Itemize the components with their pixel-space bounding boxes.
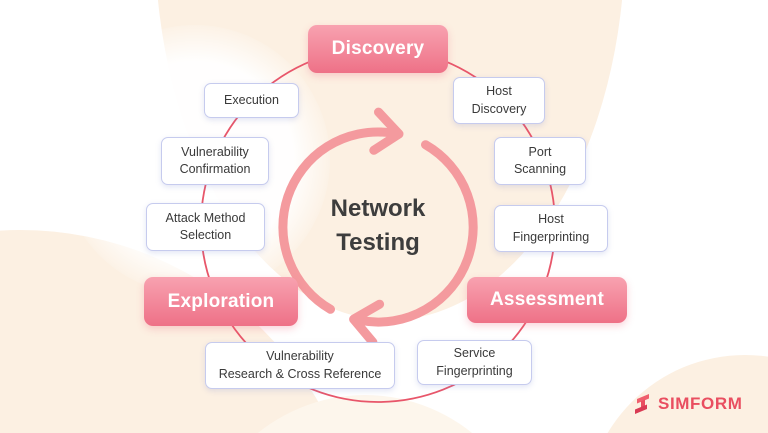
- cycle-arrow-arc-left: [278, 127, 395, 314]
- simform-logo: SIMFORM: [630, 392, 742, 416]
- step-box-port-scanning: Port Scanning: [494, 137, 586, 185]
- step-box-service-fingerprinting: Service Fingerprinting: [417, 340, 532, 385]
- diagram-title: Network Testing: [330, 195, 426, 257]
- cycle-arrowhead-bottom-icon: [349, 299, 385, 347]
- step-box-vulnerability-confirmation: Vulnerability Confirmation: [161, 137, 269, 185]
- cycle-arrowhead-top-icon: [369, 107, 404, 155]
- simform-logo-text: SIMFORM: [658, 394, 743, 413]
- phase-badge-assessment: Assessment: [467, 277, 627, 323]
- step-box-execution: Execution: [204, 83, 299, 118]
- simform-icon: [635, 394, 649, 414]
- step-box-attack-method-selection: Attack Method Selection: [146, 203, 265, 251]
- phase-badge-discovery-label: Discovery: [331, 38, 425, 59]
- step-box-host-discovery: Host Discovery: [453, 77, 545, 124]
- phase-badge-discovery: Discovery: [308, 25, 448, 73]
- cycle-arrow-arc-right: [357, 140, 478, 327]
- step-box-host-fingerprinting: Host Fingerprinting: [494, 205, 608, 252]
- phase-badge-exploration-label: Exploration: [167, 290, 275, 312]
- step-box-vulnerability-research: Vulnerability Research & Cross Reference: [205, 342, 395, 389]
- phase-badge-assessment-label: Assessment: [490, 289, 604, 310]
- phase-badge-exploration: Exploration: [144, 277, 298, 326]
